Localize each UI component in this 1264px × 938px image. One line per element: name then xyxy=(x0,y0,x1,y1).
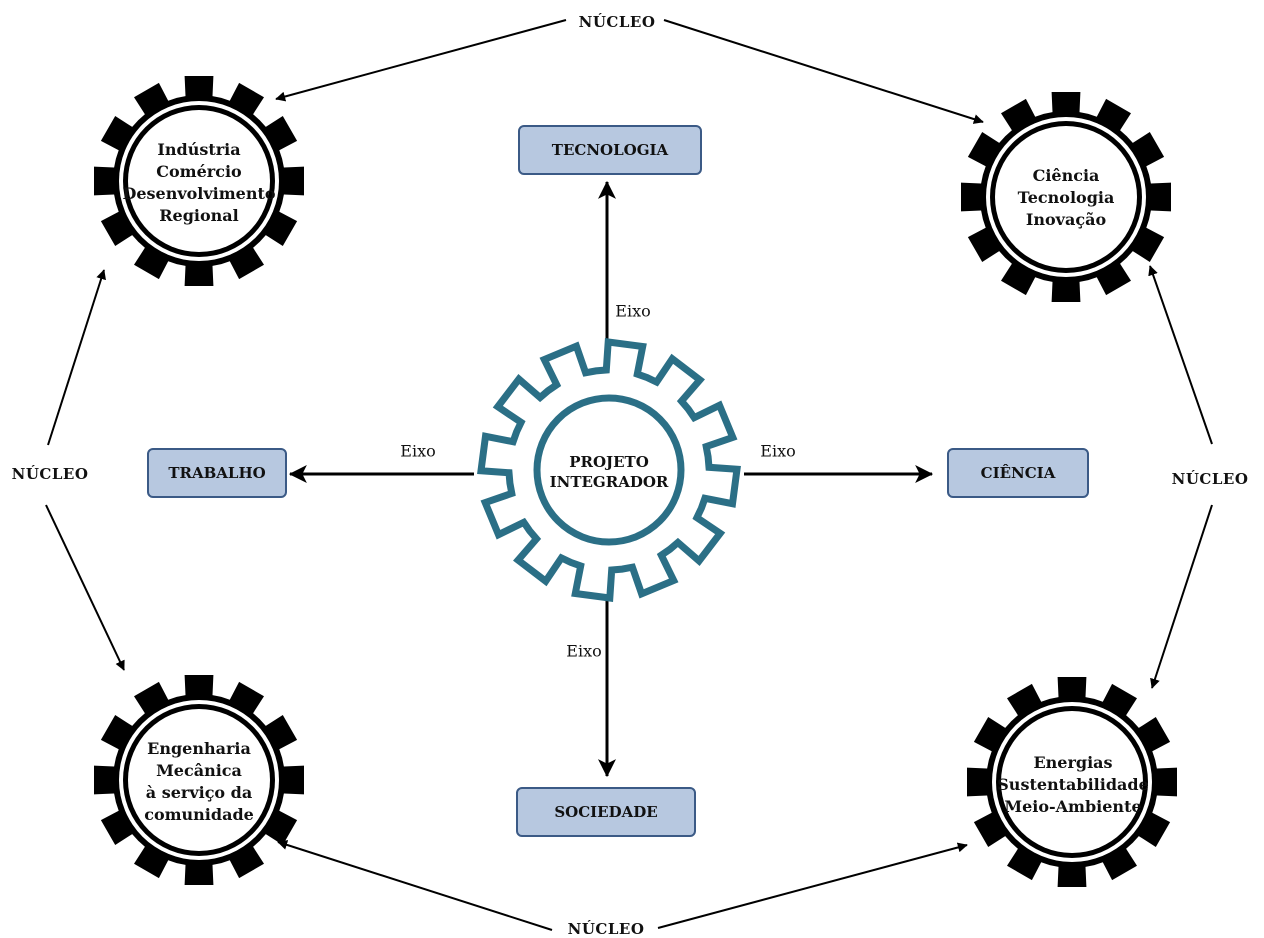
bottom-left-line-2: Mecânica xyxy=(156,761,242,780)
top-left-line-1: Indústria xyxy=(157,140,241,159)
top-right-line-2: Tecnologia xyxy=(1017,188,1115,207)
nucleo-label-left: NÚCLEO xyxy=(11,465,89,483)
box-ciencia: CIÊNCIA xyxy=(947,448,1089,498)
arrow-bottom-to-bottomleft xyxy=(277,840,553,931)
gear-top-right-face xyxy=(995,126,1137,268)
bottom-left-line-3: à serviço da xyxy=(145,783,253,802)
center-gear-text: PROJETO INTEGRADOR xyxy=(550,452,669,492)
box-trabalho: TRABALHO xyxy=(147,448,287,498)
arrow-right-to-bottomright xyxy=(1150,504,1213,689)
eixo-label-left: Eixo xyxy=(400,441,436,461)
box-tecnologia: TECNOLOGIA xyxy=(518,125,702,175)
gear-center-ring xyxy=(533,394,685,546)
eixo-label-top: Eixo xyxy=(615,301,651,321)
top-left-line-4: Regional xyxy=(159,206,239,225)
arrow-top-to-topleft xyxy=(275,19,567,102)
center-line-2: INTEGRADOR xyxy=(549,473,669,491)
gear-text-bottom-left: Engenharia Mecânica à serviço da comunid… xyxy=(144,738,254,826)
nucleo-label-bottom: NÚCLEO xyxy=(567,920,645,938)
eixo-label-right: Eixo xyxy=(760,441,796,461)
eixo-label-bottom: Eixo xyxy=(566,641,602,661)
gear-text-top-left: Indústria Comércio Desenvolvimento Regio… xyxy=(122,139,275,227)
arrow-bottom-to-bottomright xyxy=(657,842,968,929)
top-right-line-3: Inovação xyxy=(1025,210,1107,229)
box-ciencia-label: CIÊNCIA xyxy=(980,464,1056,482)
arrow-left-to-bottomleft xyxy=(45,504,125,671)
center-line-1: PROJETO xyxy=(569,453,649,471)
nucleo-label-right: NÚCLEO xyxy=(1171,470,1249,488)
axis-arrows xyxy=(288,180,934,778)
gear-text-top-right: Ciência Tecnologia Inovação xyxy=(1018,165,1115,231)
top-left-line-2: Comércio xyxy=(156,162,242,181)
arrow-left-to-topleft xyxy=(47,269,106,446)
bottom-right-line-3: Meio-Ambiente xyxy=(1004,797,1142,816)
bottom-right-line-1: Energias xyxy=(1033,753,1113,772)
bottom-left-line-4: comunidade xyxy=(144,805,254,824)
gear-bottom-right-face xyxy=(1001,711,1143,853)
gears-layer xyxy=(94,76,1177,887)
gear-bottom-left-face xyxy=(128,709,270,851)
top-right-line-1: Ciência xyxy=(1032,166,1100,185)
gear-bottom-right xyxy=(967,677,1177,887)
gear-top-left xyxy=(94,76,304,286)
box-sociedade: SOCIEDADE xyxy=(516,787,696,837)
gear-text-bottom-right: Energias Sustentabilidade Meio-Ambiente xyxy=(997,752,1149,818)
arrow-top-to-topright xyxy=(663,19,984,124)
box-trabalho-label: TRABALHO xyxy=(168,464,266,482)
bottom-left-line-1: Engenharia xyxy=(147,739,251,758)
gear-bottom-left xyxy=(94,675,304,885)
nucleo-label-top: NÚCLEO xyxy=(578,13,656,31)
gear-top-right xyxy=(961,92,1171,302)
top-left-line-3: Desenvolvimento xyxy=(122,184,276,203)
cycle-arrows xyxy=(45,19,1213,931)
box-tecnologia-label: TECNOLOGIA xyxy=(551,141,669,159)
gear-top-left-face xyxy=(128,110,270,252)
arrow-right-to-topright xyxy=(1148,265,1213,445)
bottom-right-line-2: Sustentabilidade xyxy=(997,775,1149,794)
gear-center xyxy=(477,338,741,602)
box-sociedade-label: SOCIEDADE xyxy=(554,803,658,821)
